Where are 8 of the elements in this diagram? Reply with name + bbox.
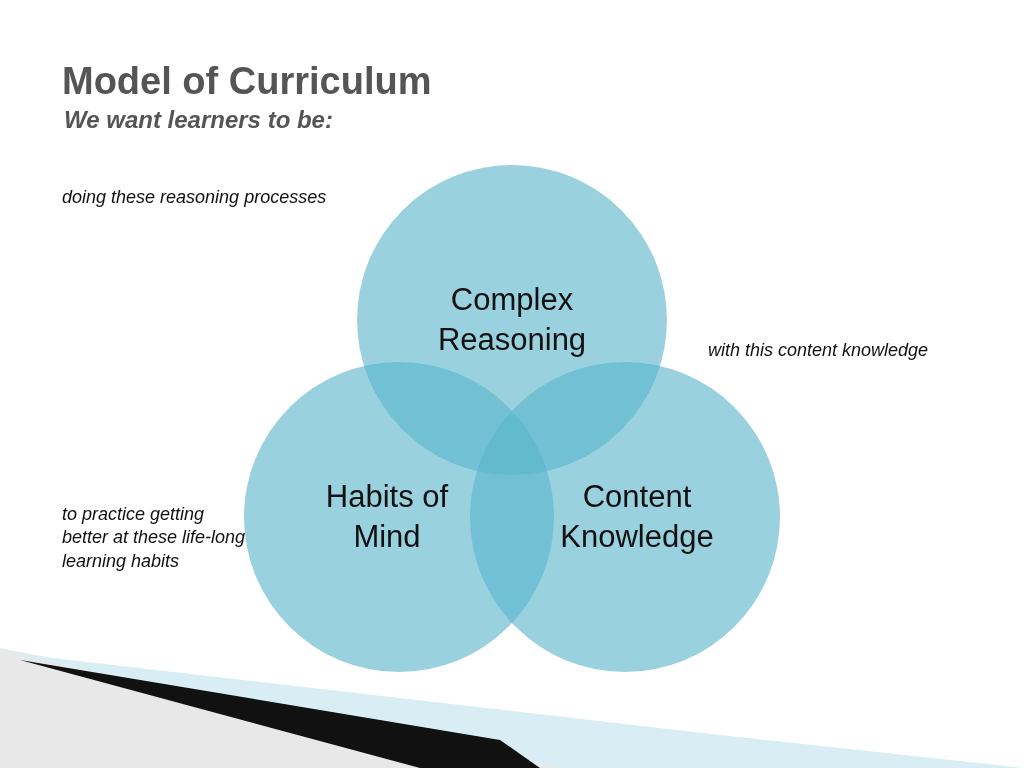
subtitle: We want learners to be: <box>64 106 333 134</box>
annotation-text: to practice getting better at these life-long learning habits <box>62 503 247 573</box>
slide-title: Model of Curriculum <box>62 60 432 103</box>
annotation-text: with this content knowledge <box>708 339 929 362</box>
annotation-text: doing these reasoning processes <box>62 186 327 209</box>
circle-label: Habits of Mind <box>324 477 450 556</box>
circle-label: Complex Reasoning <box>436 280 588 359</box>
circle-label: Content Knowledge <box>559 477 715 556</box>
